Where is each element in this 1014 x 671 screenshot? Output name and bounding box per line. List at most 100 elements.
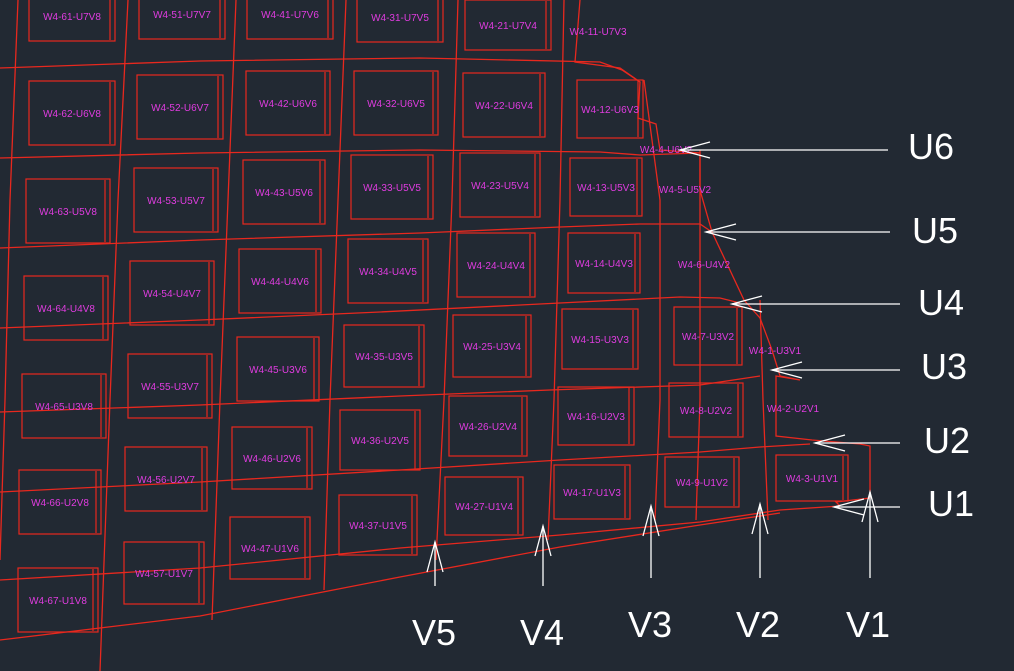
panel-outline	[236, 336, 320, 402]
grid-line-v	[0, 0, 19, 561]
panel-label: W4-62-U6V8	[43, 109, 101, 120]
panel-outline	[25, 178, 111, 244]
panel-label: W4-7-U3V2	[682, 332, 735, 343]
v-axis-label: V3	[628, 604, 672, 645]
panel-label: W4-34-U4V5	[359, 267, 417, 278]
v-arrow-head	[861, 489, 879, 523]
panel-label: W4-44-U4V6	[251, 277, 309, 288]
grid-line-u	[0, 512, 781, 641]
panel-label: W4-63-U5V8	[39, 207, 97, 218]
v-axis-label: V1	[846, 604, 890, 645]
panel-outline	[576, 79, 644, 139]
panel-label: W4-37-U1V5	[349, 521, 407, 532]
grid-line-v	[547, 0, 565, 541]
panel-outline	[28, 0, 116, 42]
panel-label: W4-26-U2V4	[459, 422, 517, 433]
panel-outline	[353, 70, 439, 136]
v-arrow-head	[751, 501, 769, 535]
panel-outline	[124, 446, 208, 512]
panel-label: W4-9-U1V2	[676, 478, 729, 489]
panel-outline	[245, 70, 331, 136]
panel-outline	[347, 238, 429, 304]
panel-outlines	[17, 0, 849, 633]
v-axis-label: V4	[520, 612, 564, 653]
u-arrow-head	[729, 295, 763, 313]
grid-line-v	[323, 0, 347, 591]
panel-outline	[567, 232, 641, 294]
panel-label: W4-3-U1V1	[786, 474, 839, 485]
panel-label: W4-17-U1V3	[563, 488, 621, 499]
panel-label: W4-15-U3V3	[571, 335, 629, 346]
panel-outline	[129, 260, 215, 326]
panel-label: W4-42-U6V6	[259, 99, 317, 110]
panel-outline	[557, 386, 635, 446]
panel-outline	[17, 567, 99, 633]
panel-label: W4-33-U5V5	[363, 183, 421, 194]
u-axis-label: U2	[924, 420, 970, 461]
panel-label: W4-31-U7V5	[371, 13, 429, 24]
panel-label: W4-45-U3V6	[249, 365, 307, 376]
grid-line-u	[0, 296, 741, 329]
panel-label: W4-16-U2V3	[567, 412, 625, 423]
u-arrow-head	[769, 361, 803, 379]
panel-label: W4-4-U6V2	[640, 145, 693, 156]
panel-label: W4-1-U3V1	[749, 346, 802, 357]
grid-line-v	[211, 0, 237, 621]
u-arrow-head	[831, 498, 865, 516]
v-axis-label: V5	[412, 612, 456, 653]
panel-label: W4-43-U5V6	[255, 188, 313, 199]
grid-line-u	[0, 375, 761, 413]
panel-label: W4-55-U3V7	[141, 382, 199, 393]
panel-outline	[229, 516, 311, 580]
panel-label: W4-67-U1V8	[29, 596, 87, 607]
panel-label: W4-64-U4V8	[37, 304, 95, 315]
panel-outline	[238, 248, 322, 314]
panel-outline	[242, 159, 326, 225]
panel-outline	[569, 157, 643, 217]
panel-outline	[123, 541, 205, 605]
panel-label: W4-46-U2V6	[243, 454, 301, 465]
grid-lines	[0, 0, 871, 671]
panel-label: W4-24-U4V4	[467, 261, 525, 272]
panel-outline	[339, 409, 421, 471]
panel-outline	[138, 0, 226, 40]
u-axis-label: U6	[908, 126, 954, 167]
panel-outline	[448, 395, 528, 457]
panel-label: W4-2-U2V1	[767, 404, 820, 415]
v-arrow-head	[642, 503, 660, 537]
grid-line-v	[695, 150, 701, 521]
panel-outline	[561, 308, 639, 370]
panel-label: W4-25-U3V4	[463, 342, 521, 353]
grid-line-v	[99, 0, 129, 671]
outer-edge	[574, 0, 871, 507]
panel-label: W4-5-U5V2	[659, 185, 712, 196]
panel-outline	[456, 232, 536, 298]
panel-label: W4-57-U1V7	[135, 569, 193, 580]
u-axis-label: U3	[921, 346, 967, 387]
panel-label: W4-21-U7V4	[479, 21, 537, 32]
grid-line-v	[435, 0, 459, 561]
panel-outline	[338, 494, 418, 556]
panel-outline	[136, 74, 224, 140]
v-arrow-head	[426, 539, 444, 573]
panel-outline	[664, 456, 740, 508]
panel-label: W4-47-U1V6	[241, 544, 299, 555]
panel-label: W4-36-U2V5	[351, 436, 409, 447]
panel-outline	[28, 80, 116, 146]
panel-label: W4-65-U3V8	[35, 402, 93, 413]
panel-outline	[553, 464, 631, 520]
u-arrow-head	[703, 223, 737, 241]
annotation-arrows	[426, 141, 900, 586]
panel-label: W4-22-U6V4	[475, 101, 533, 112]
panel-outline	[462, 72, 546, 138]
grid-line-u	[0, 57, 641, 83]
grid-line-u	[0, 223, 713, 249]
u-arrow-head	[812, 434, 846, 452]
u-axis-label: U5	[912, 210, 958, 251]
panel-label: W4-54-U4V7	[143, 289, 201, 300]
panel-outline	[444, 476, 524, 536]
u-axis-label: U1	[928, 483, 974, 524]
panel-label: W4-27-U1V4	[455, 502, 513, 513]
